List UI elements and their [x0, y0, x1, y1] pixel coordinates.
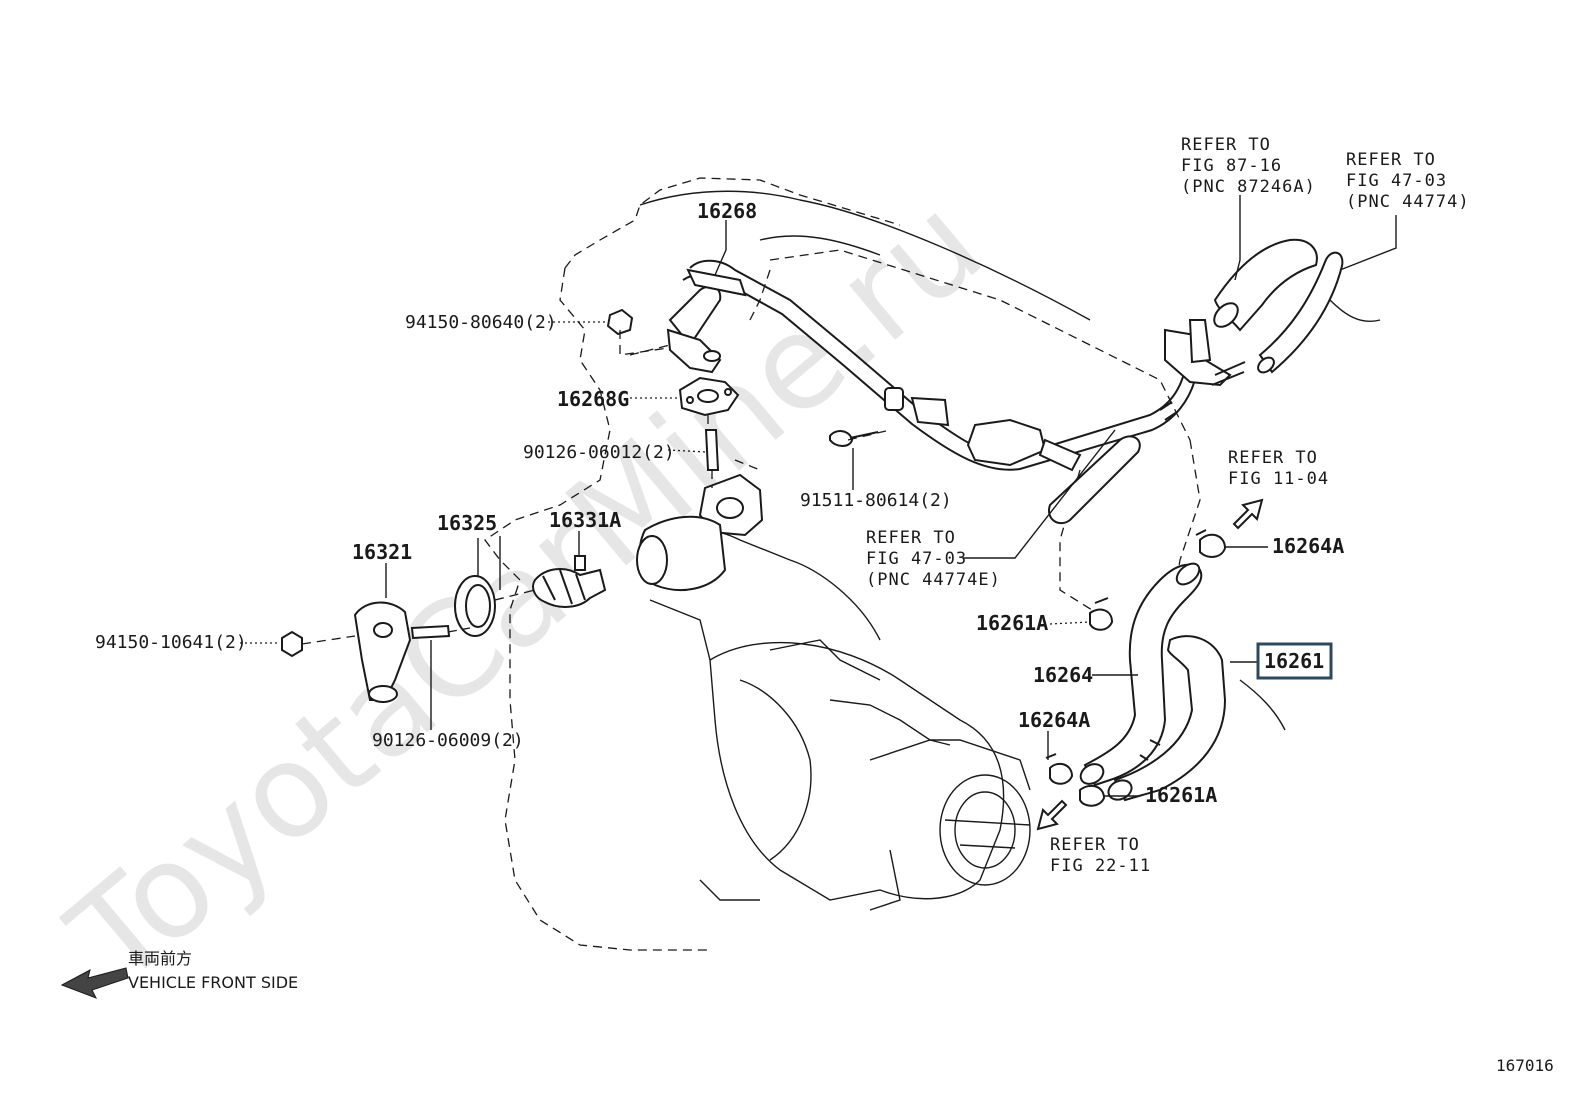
ref-87-16: REFER TO FIG 87-16 (PNC 87246A)	[1181, 135, 1316, 197]
label-16268: 16268	[697, 199, 757, 223]
lower-hoses	[1079, 562, 1286, 802]
ref-87-16-line2: FIG 87-16	[1181, 156, 1282, 176]
ref-47-03-mid-line3: (PNC 44774E)	[866, 570, 1001, 590]
vehicle-front-legend: 車両前方 VEHICLE FRONT SIDE	[128, 949, 298, 992]
ref-47-03-top-line2: FIG 47-03	[1346, 171, 1447, 191]
ref-47-03-mid: REFER TO FIG 47-03 (PNC 44774E)	[866, 528, 1001, 590]
clamps	[1045, 529, 1227, 807]
ref-22-11-line1: REFER TO	[1050, 835, 1140, 855]
reference-labels: REFER TO FIG 87-16 (PNC 87246A) REFER TO…	[866, 135, 1470, 876]
label-16261A-mid: 16261A	[976, 611, 1048, 635]
ref-47-03-top-line1: REFER TO	[1346, 150, 1436, 170]
ref-11-04-line2: FIG 11-04	[1228, 469, 1329, 489]
ref-47-03-mid-line1: REFER TO	[866, 528, 956, 548]
leader-lines	[240, 195, 1397, 797]
watermark: ToyotaCarMine.ru	[41, 167, 1009, 1014]
refer-arrows	[60, 498, 1264, 999]
ref-11-04-line1: REFER TO	[1228, 448, 1318, 468]
label-94150-80640: 94150-80640(2)	[405, 312, 557, 333]
front-arrow-icon	[60, 967, 129, 999]
front-japanese: 車両前方	[128, 949, 192, 968]
label-16261A-bottom: 16261A	[1145, 783, 1217, 807]
label-16268G: 16268G	[557, 387, 629, 411]
ref-11-04: REFER TO FIG 11-04	[1228, 448, 1329, 489]
ref-22-11: REFER TO FIG 22-11	[1050, 835, 1151, 876]
upper-hoses	[1038, 238, 1381, 525]
label-90126-06009: 90126-06009(2)	[372, 730, 524, 751]
label-16325: 16325	[437, 511, 497, 535]
front-english: VEHICLE FRONT SIDE	[128, 973, 298, 992]
ref-47-03-top: REFER TO FIG 47-03 (PNC 44774)	[1346, 150, 1470, 212]
arrow-up-right-icon	[1232, 498, 1264, 530]
figure-number: 167016	[1496, 1056, 1554, 1075]
label-91511-80614: 91511-80614(2)	[800, 490, 952, 511]
label-90126-06012: 90126-06012(2)	[523, 442, 675, 463]
ref-87-16-line3: (PNC 87246A)	[1181, 177, 1316, 197]
label-16264A-bottom: 16264A	[1018, 708, 1090, 732]
arrow-down-left-icon	[1036, 799, 1068, 831]
ref-87-16-line1: REFER TO	[1181, 135, 1271, 155]
pipe-16268	[666, 259, 1246, 471]
label-16264: 16264	[1033, 663, 1093, 687]
label-16321: 16321	[352, 540, 412, 564]
thermostat-parts	[281, 308, 879, 703]
label-16261[interactable]: 16261	[1264, 649, 1324, 673]
label-16331A: 16331A	[549, 508, 621, 532]
ref-47-03-mid-line2: FIG 47-03	[866, 549, 967, 569]
label-94150-10641: 94150-10641(2)	[95, 632, 247, 653]
highlight-box-16261	[1256, 642, 1333, 680]
ref-22-11-line2: FIG 22-11	[1050, 856, 1151, 876]
engine-block	[639, 190, 1091, 911]
ref-47-03-top-line3: (PNC 44774)	[1346, 192, 1470, 212]
label-16264A-top: 16264A	[1272, 534, 1344, 558]
part-labels: 16268 94150-80640(2) 16268G 90126-06012(…	[95, 199, 1344, 807]
